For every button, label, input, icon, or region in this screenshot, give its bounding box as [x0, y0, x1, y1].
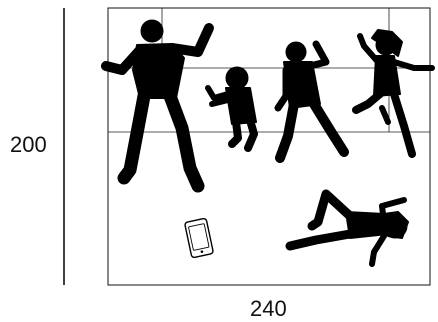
height-label: 200 [10, 132, 47, 157]
toddler-silhouette [205, 66, 258, 152]
width-label: 240 [250, 296, 287, 321]
child-lying-silhouette [285, 189, 409, 267]
tablet-screen [188, 223, 210, 251]
girl-jumping-silhouette [352, 29, 435, 158]
adult-jumping-silhouette [101, 19, 214, 193]
tablet-home-button [200, 250, 204, 253]
tablet-icon [184, 217, 214, 259]
child-jumping-silhouette [274, 40, 349, 163]
play-area-frame [107, 7, 431, 286]
